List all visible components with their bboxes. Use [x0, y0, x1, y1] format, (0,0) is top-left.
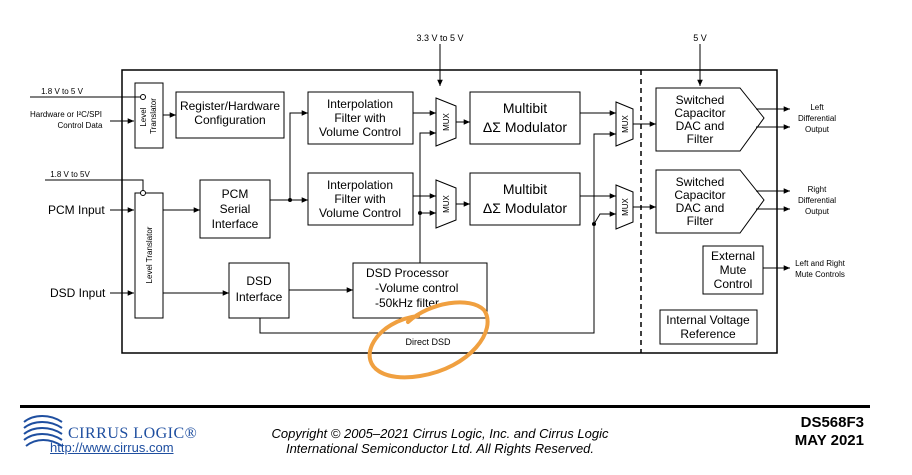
company-url-link[interactable]: http://www.cirrus.com — [50, 440, 174, 455]
dac-bottom-label-4: Filter — [687, 214, 714, 228]
supply-label-2: 1.8 V to 5V — [50, 170, 90, 179]
logo-text: CIRRUS LOGIC® — [68, 425, 198, 442]
supply-wire-2 — [45, 179, 144, 193]
hw-control-label: Hardware or I²C/SPI — [30, 110, 102, 119]
ext-mute-label-2: Mute — [720, 263, 747, 277]
dsd-processor-label-1: DSD Processor — [366, 266, 449, 280]
mux-right-bottom-label: MUX — [621, 197, 630, 215]
modulator-top — [469, 91, 581, 145]
register-config-label-1: Register/Hardware — [180, 99, 280, 113]
right-output-label-1: Right — [808, 185, 827, 194]
dac-bottom-label-2: Capacitor — [674, 188, 725, 202]
dac-top-label-2: Capacitor — [674, 106, 725, 120]
ext-mute-label-3: Control — [714, 277, 753, 291]
copyright-notice: Copyright © 2005–2021 Cirrus Logic, Inc.… — [250, 426, 630, 456]
document-id: DS568F3 MAY 2021 — [795, 414, 864, 450]
pcm-serial-block — [199, 179, 271, 239]
footer-rule — [20, 405, 870, 408]
mux-right-top — [615, 101, 634, 147]
doc-number: DS568F3 — [800, 414, 864, 431]
dsd-processor-block — [352, 262, 488, 319]
dsd-interface-label-2: Interface — [236, 290, 283, 304]
dac-bottom-label-3: DAC and — [676, 201, 725, 215]
modulator-top-label-1: Multibit — [503, 100, 547, 116]
pcm-serial-label-2: Serial — [220, 202, 251, 216]
dac-top — [655, 87, 765, 152]
level-translator-big — [134, 192, 164, 319]
mux-top — [435, 97, 457, 147]
doc-date: MAY 2021 — [794, 432, 864, 449]
dsd-processor-label-3: -50kHz filter — [375, 296, 439, 310]
dac-top-label-1: Switched — [676, 93, 725, 107]
cirrus-logo-icon — [23, 415, 63, 447]
interp-filter-bottom — [307, 172, 414, 226]
level-translator-small-label-1: Level — [139, 107, 148, 126]
copyright-line-1: Copyright © 2005–2021 Cirrus Logic, Inc.… — [271, 426, 609, 441]
dac-bottom — [655, 169, 765, 234]
left-output-label-3: Output — [805, 125, 830, 134]
mux-bottom — [435, 179, 457, 229]
mute-controls-label-1: Left and Right — [795, 259, 846, 268]
pcm-input-label: PCM Input — [48, 203, 105, 217]
interp-bottom-label-3: Volume Control — [319, 206, 401, 220]
direct-dsd-to-mux-bottom — [593, 211, 616, 225]
right-output-label-3: Output — [805, 207, 830, 216]
interp-filter-top — [307, 91, 414, 145]
chip-boundary — [121, 69, 778, 354]
direct-dsd-split-dot — [592, 222, 596, 226]
interp-bottom-label-1: Interpolation — [327, 178, 393, 192]
modulator-bottom-label-2: ΔΣ Modulator — [483, 200, 567, 216]
dsd-proc-to-mux-top — [419, 130, 436, 263]
dsd-input-label: DSD Input — [50, 286, 106, 300]
dac-bottom-label-1: Switched — [676, 175, 725, 189]
interp-bottom-label-2: Filter with — [334, 192, 385, 206]
ext-mute-block — [702, 245, 764, 295]
dac-top-label-4: Filter — [687, 132, 714, 146]
interp-top-label-3: Volume Control — [319, 125, 401, 139]
supply-label-1: 1.8 V to 5 V — [41, 87, 83, 96]
left-output-label-1: Left — [810, 103, 824, 112]
ivr-block — [659, 309, 758, 345]
supply-junction-1 — [140, 94, 146, 100]
copyright-line-2: International Semiconductor Ltd. All Rig… — [285, 441, 595, 456]
mute-controls-label-2: Mute Controls — [795, 270, 845, 279]
pcm-serial-label-1: PCM — [222, 187, 249, 201]
svg-text:Level Translator: Level Translator — [139, 98, 158, 134]
pcm-to-interp-top — [289, 110, 308, 200]
dsd-processor-label-2: -Volume control — [375, 281, 458, 295]
modulator-bottom — [469, 172, 581, 226]
pcm-split-dot — [288, 198, 292, 202]
interp-top-label-1: Interpolation — [327, 97, 393, 111]
mux-right-top-label: MUX — [621, 114, 630, 132]
annotation-circle — [367, 300, 490, 380]
supply-label-digital: 3.3 V to 5 V — [416, 33, 463, 43]
block-diagram: 3.3 V to 5 V 5 V Level Translator 1.8 V … — [30, 33, 846, 380]
hw-control-label-2: Control Data — [58, 121, 103, 130]
register-config-block — [175, 91, 285, 139]
level-translator-big-label: Level Translator — [145, 226, 154, 283]
dsd-proc-split-dot — [418, 211, 422, 215]
register-config-label-2: Configuration — [194, 113, 265, 127]
modulator-top-label-2: ΔΣ Modulator — [483, 119, 567, 135]
supply-junction-2 — [140, 190, 146, 196]
interp-top-label-2: Filter with — [334, 111, 385, 125]
modulator-bottom-label-1: Multibit — [503, 181, 547, 197]
mux-top-label: MUX — [442, 112, 451, 130]
direct-dsd-label: Direct DSD — [405, 337, 451, 347]
level-translator-small-label-2: Translator — [149, 98, 158, 134]
dac-top-label-3: DAC and — [676, 119, 725, 133]
supply-label-analog: 5 V — [693, 33, 707, 43]
pcm-serial-label-3: Interface — [212, 217, 259, 231]
ivr-label-1: Internal Voltage — [666, 313, 750, 327]
right-output-label-2: Differential — [798, 196, 836, 205]
mux-bottom-label: MUX — [442, 194, 451, 212]
direct-dsd-path — [259, 131, 616, 334]
dsd-interface-label-1: DSD — [246, 274, 272, 288]
ext-mute-label-1: External — [711, 249, 755, 263]
ivr-label-2: Reference — [680, 327, 736, 341]
left-output-label-2: Differential — [798, 114, 836, 123]
